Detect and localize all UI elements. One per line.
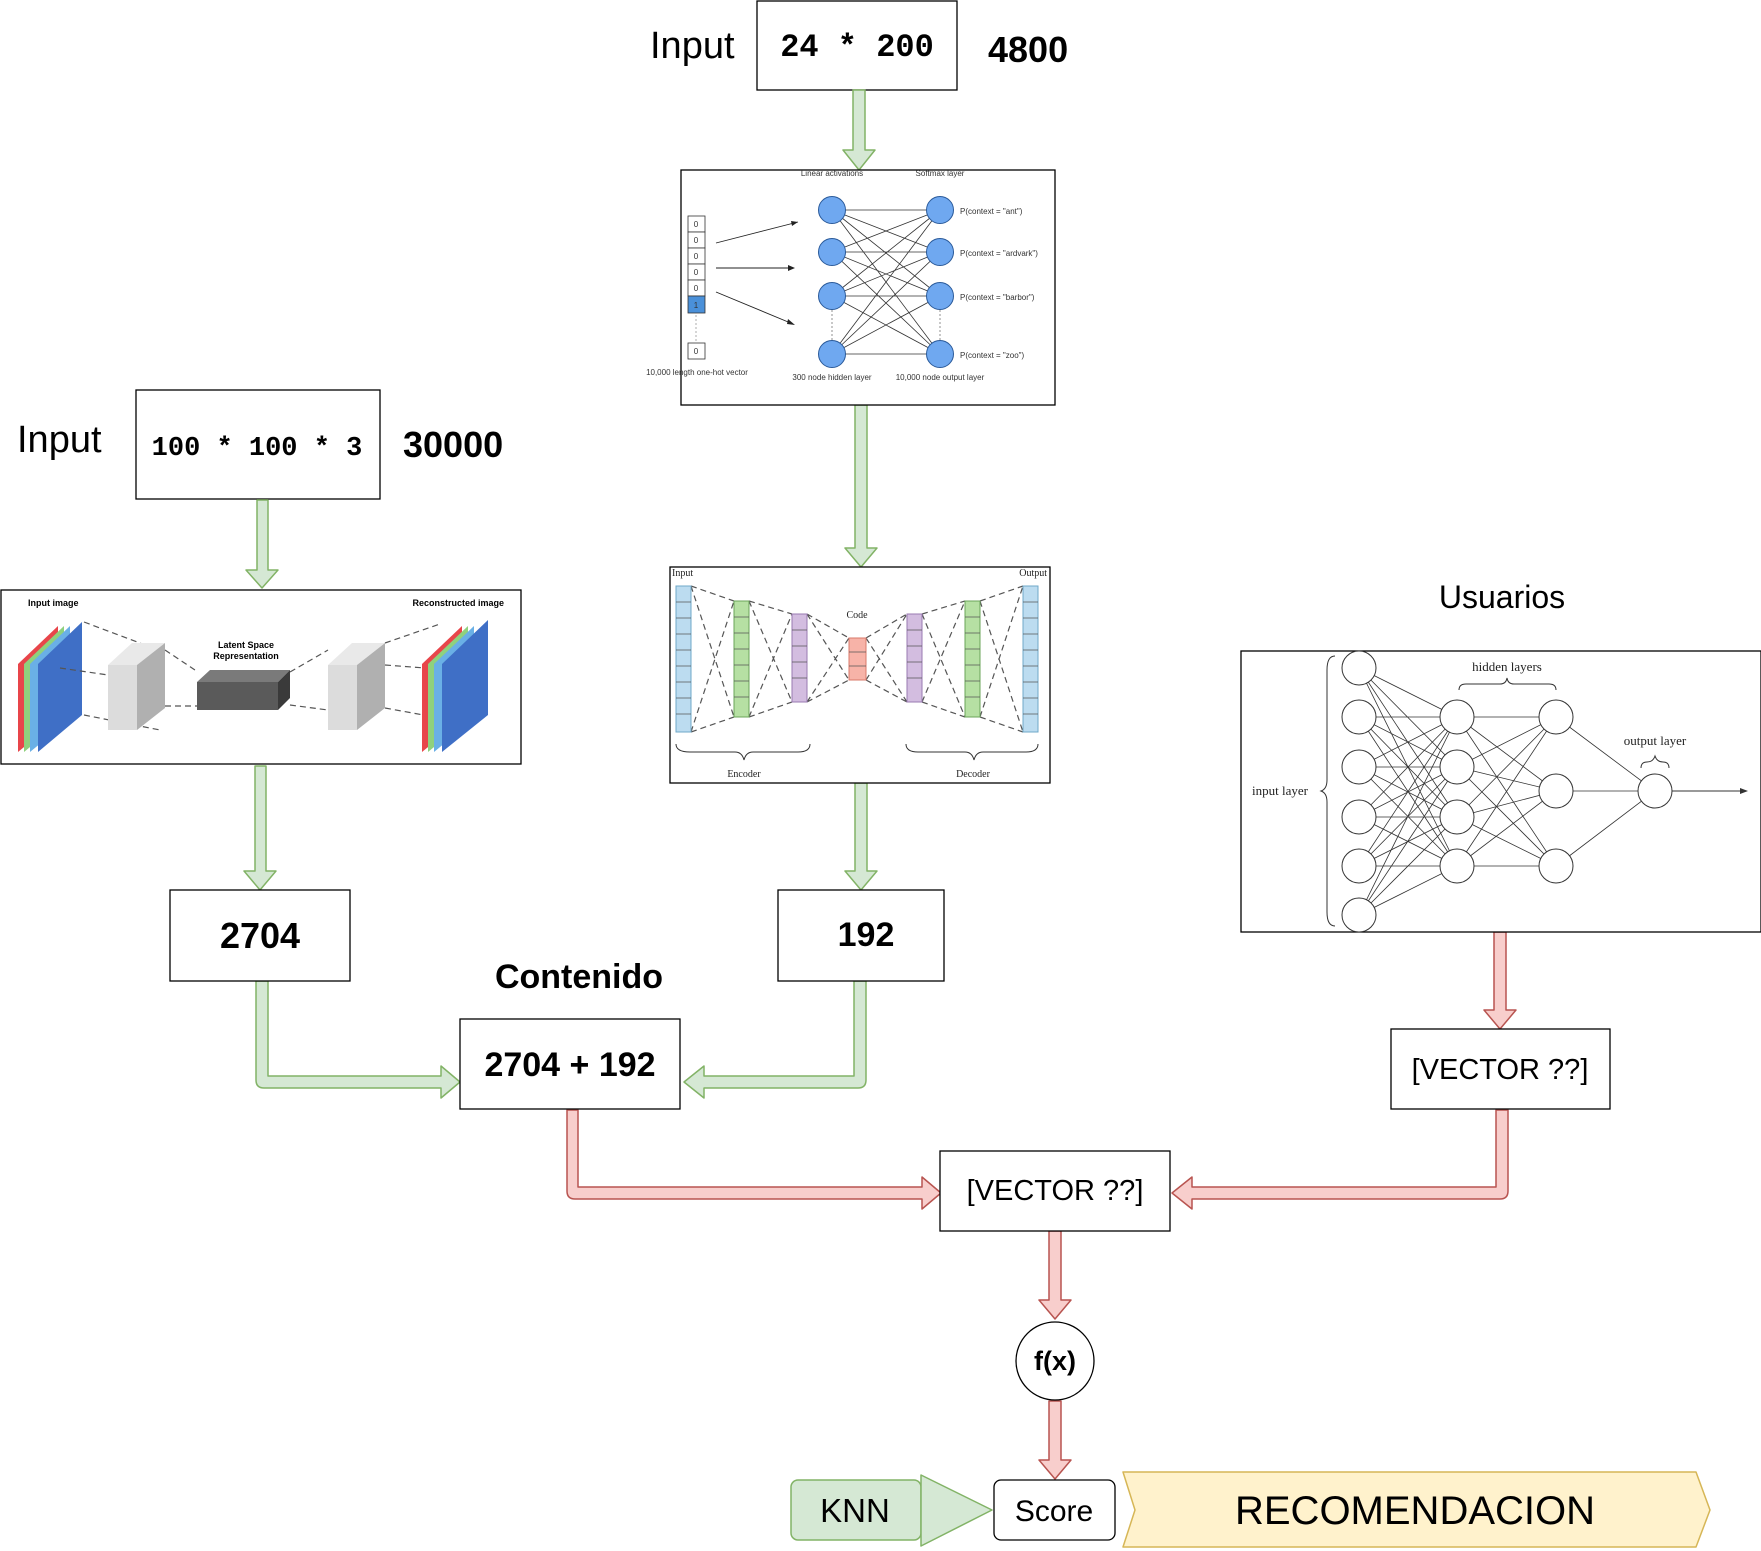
ae-encoder-label: Encoder xyxy=(727,769,761,780)
function-node xyxy=(1015,1321,1095,1401)
onehot-cell-6: 0 xyxy=(694,347,699,356)
image-vector-box xyxy=(169,889,351,982)
latent-space-block xyxy=(197,670,290,710)
reconstructed-image-stack xyxy=(422,620,488,752)
output-label-3: P(context = "zoo") xyxy=(960,351,1024,360)
users-network-figure: hidden layers output layer input layer xyxy=(1240,650,1761,933)
arrow-192-to-content xyxy=(683,980,867,1099)
score-label: Score xyxy=(1015,1495,1093,1528)
recommendation-label: RECOMENDACION xyxy=(1235,1489,1595,1533)
top-input-shape: 24 * 200 xyxy=(780,29,934,66)
arrow-2704-to-content xyxy=(255,980,461,1099)
top-input-box xyxy=(756,0,958,91)
combined-vector-value: [VECTOR ??] xyxy=(967,1175,1144,1207)
left-input-shape: 100 * 100 * 3 xyxy=(152,434,363,464)
decoder-block xyxy=(328,643,385,730)
content-title: Contenido xyxy=(495,958,663,996)
hidden-layer-caption: 300 node hidden layer xyxy=(792,373,872,382)
output-label-0: P(context = "ant") xyxy=(960,207,1023,216)
arrow-conv-to-2704 xyxy=(243,765,277,891)
users-input-label: input layer xyxy=(1252,783,1309,798)
users-output-label: output layer xyxy=(1624,733,1687,748)
encoder-block xyxy=(108,643,165,730)
knn-arrow-head xyxy=(920,1474,993,1547)
conv-autoencoder-figure: Input image Reconstructed image Latent S… xyxy=(0,589,522,765)
conv-input-image-label: Input image xyxy=(28,598,79,608)
users-output-brace xyxy=(1640,754,1670,769)
arrow-fx-to-score xyxy=(1038,1400,1072,1480)
arrow-left-input-to-conv xyxy=(245,499,279,589)
users-hidden1-neurons xyxy=(1439,699,1475,884)
arrow-top-input-to-word2vec xyxy=(842,89,876,171)
onehot-vector: 0 0 0 0 0 1 0 xyxy=(687,215,706,360)
image-vector-value: 2704 xyxy=(220,915,300,956)
conv-reconstructed-label: Reconstructed image xyxy=(412,598,504,608)
output-label-2: P(context = "barbor") xyxy=(960,293,1035,302)
users-input-neurons xyxy=(1341,650,1377,933)
ae-output-label: Output xyxy=(1019,568,1047,579)
latent-space-label-2: Representation xyxy=(213,651,279,661)
text-vector-value: 192 xyxy=(838,916,895,954)
ae-code-label: Code xyxy=(846,610,868,621)
ae-decoder-label: Decoder xyxy=(956,769,991,780)
output-neurons xyxy=(926,196,954,368)
users-hidden-label: hidden layers xyxy=(1472,659,1542,674)
function-label: f(x) xyxy=(1034,1346,1076,1376)
recommendation-arrow xyxy=(1122,1471,1711,1548)
content-sum-value: 2704 + 192 xyxy=(484,1046,655,1084)
users-hidden-brace xyxy=(1458,677,1557,691)
input-image-stack xyxy=(18,622,82,752)
users-input-to-hidden1 xyxy=(1358,667,1458,916)
users-input-brace xyxy=(1319,655,1336,927)
top-input-size: 4800 xyxy=(988,29,1068,70)
knn-label: KNN xyxy=(820,1492,890,1529)
onehot-cell-3: 0 xyxy=(694,268,699,277)
decoder-brace xyxy=(905,743,1039,761)
arrow-user-vector-to-combined xyxy=(1171,1109,1509,1210)
arrow-user-net-to-vector xyxy=(1483,931,1517,1030)
encoder-brace xyxy=(675,743,811,761)
linear-activations-label: Linear activations xyxy=(801,169,863,178)
arrow-content-to-combined xyxy=(566,1109,942,1210)
onehot-cell-1: 0 xyxy=(694,236,699,245)
ae-dashed-connections xyxy=(690,585,1024,733)
user-vector-box xyxy=(1390,1028,1611,1110)
content-sum-box xyxy=(459,1018,681,1110)
output-label-1: P(context = "ardvark") xyxy=(960,249,1038,258)
score-box xyxy=(993,1479,1116,1541)
softmax-layer-label: Softmax layer xyxy=(916,169,965,178)
word2vec-network-figure: Linear activations Softmax layer 0 0 0 0… xyxy=(646,169,1056,406)
users-hidden2-neurons xyxy=(1538,699,1574,884)
left-input-box xyxy=(135,389,381,500)
output-layer-caption: 10,000 node output layer xyxy=(896,373,985,382)
onehot-cell-4: 0 xyxy=(694,284,699,293)
ae-layers xyxy=(675,585,1039,733)
combined-vector-box xyxy=(939,1150,1171,1232)
left-input-label: Input xyxy=(17,419,102,461)
onehot-cell-0: 0 xyxy=(694,220,699,229)
word2vec-connections xyxy=(831,209,941,355)
ae-input-label: Input xyxy=(672,568,693,579)
autoencoder-figure: Input Output Code Encoder Decoder xyxy=(669,566,1051,784)
text-vector-box xyxy=(777,889,945,982)
users-hidden1-to-hidden2 xyxy=(1456,716,1557,867)
left-input-size: 30000 xyxy=(403,424,503,465)
users-title: Usuarios xyxy=(1439,579,1565,615)
onehot-cell-2: 0 xyxy=(694,252,699,261)
top-input-label: Input xyxy=(650,25,735,67)
latent-space-label-1: Latent Space xyxy=(218,640,274,650)
user-vector-value: [VECTOR ??] xyxy=(1412,1054,1589,1086)
ae-layer-ticks xyxy=(676,601,1038,715)
arrow-autoencoder-to-192 xyxy=(844,782,878,891)
hidden-neurons xyxy=(818,196,846,368)
onehot-cell-5: 1 xyxy=(694,301,699,310)
users-output-neuron xyxy=(1637,773,1673,809)
onehot-caption: 10,000 length one-hot vector xyxy=(646,368,748,377)
arrow-combined-to-fx xyxy=(1038,1230,1072,1320)
arrow-word2vec-to-autoencoder xyxy=(844,404,878,568)
